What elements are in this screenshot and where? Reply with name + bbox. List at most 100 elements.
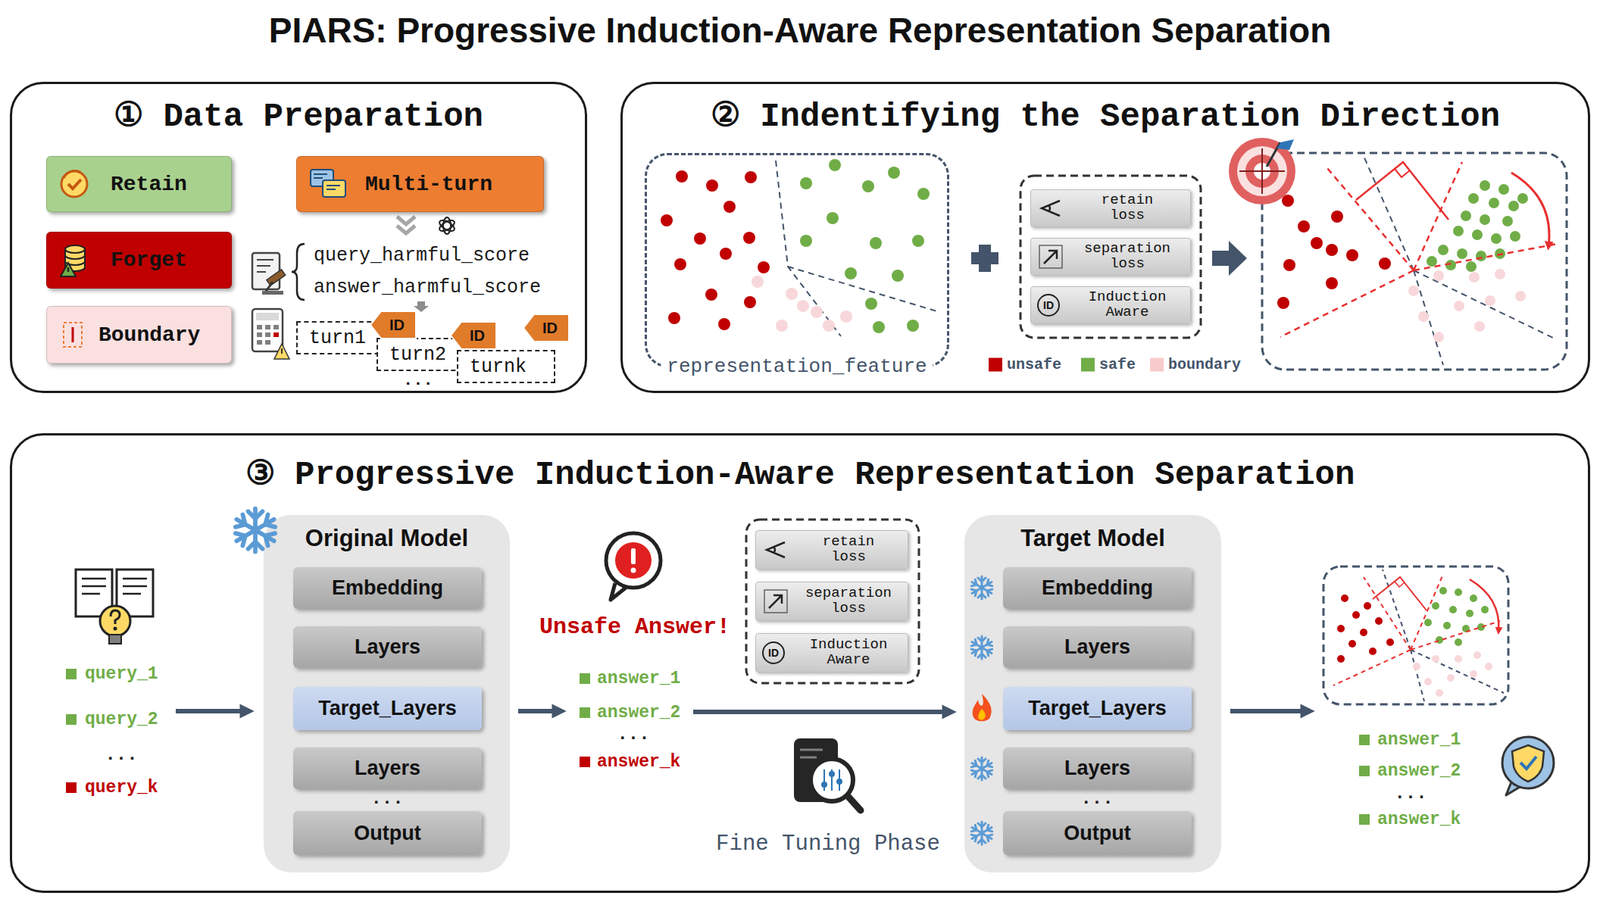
feature-scatter bbox=[862, 180, 875, 193]
calculator-icon bbox=[273, 325, 279, 330]
result-scatter bbox=[1454, 638, 1463, 647]
data-category-box: Forget bbox=[46, 231, 232, 289]
question-icon bbox=[109, 634, 122, 644]
node-text: turnk bbox=[469, 356, 527, 379]
result-scatter bbox=[1363, 602, 1372, 610]
result-scatter bbox=[1337, 625, 1345, 633]
separated-scatter bbox=[1310, 237, 1323, 250]
gpt-judge-chevron bbox=[396, 216, 416, 234]
query-item: query_1 bbox=[84, 664, 159, 685]
separated-scatter bbox=[1363, 156, 1554, 366]
result-scatter bbox=[1454, 655, 1463, 663]
legend-text: unsafe bbox=[1006, 356, 1062, 374]
feature-scatter bbox=[660, 159, 940, 337]
separated-scatter bbox=[1511, 172, 1550, 247]
trainable-flame bbox=[972, 693, 992, 722]
calculator-icon bbox=[256, 325, 263, 330]
node-text: ID bbox=[1037, 293, 1060, 317]
answer-item: answer_2 bbox=[1377, 761, 1461, 782]
model-block: Original ModelEmbeddingLayersTarget_Laye… bbox=[263, 515, 510, 873]
feature-scatter bbox=[891, 269, 904, 282]
bullet-square bbox=[65, 668, 77, 680]
result-scatter bbox=[1431, 655, 1440, 663]
block-arrow bbox=[1212, 240, 1247, 276]
model-background bbox=[964, 515, 1222, 873]
warning-icon bbox=[606, 533, 661, 600]
box-icon bbox=[57, 318, 88, 352]
fine-tuning-icon bbox=[836, 778, 843, 785]
calculator-icon bbox=[252, 309, 283, 352]
separated-scatter bbox=[1262, 153, 1567, 370]
bullet-square bbox=[579, 707, 591, 719]
separated-scatter bbox=[1277, 296, 1290, 310]
node-text: Target Model bbox=[964, 524, 1222, 553]
down-arrow bbox=[413, 301, 429, 313]
frozen-icon bbox=[970, 757, 994, 781]
block-arrow bbox=[1212, 240, 1247, 276]
loss-box: IDInduction Aware bbox=[755, 633, 909, 673]
node-text: ID bbox=[389, 316, 405, 335]
result-scatter bbox=[1348, 640, 1357, 648]
target-icon bbox=[1228, 137, 1296, 205]
judge-icon bbox=[265, 281, 273, 293]
result-scatter bbox=[1469, 579, 1499, 632]
separated-scatter bbox=[1356, 162, 1449, 220]
brace bbox=[291, 243, 305, 300]
separated-scatter bbox=[1488, 197, 1500, 209]
warning-text: Unsafe Answer! bbox=[539, 614, 731, 641]
ellipsis: ... bbox=[104, 744, 138, 766]
calculator-icon bbox=[256, 340, 263, 345]
node-text: Induction Aware bbox=[1082, 290, 1172, 321]
model-background bbox=[263, 515, 1222, 873]
layer-box: Target_Layers bbox=[1003, 687, 1192, 731]
question-icon bbox=[110, 610, 120, 625]
ellipsis: ... bbox=[403, 371, 434, 391]
result-scatter bbox=[1394, 581, 1405, 588]
plus-sign bbox=[971, 244, 999, 272]
separated-scatter bbox=[1437, 244, 1449, 256]
separated-scatter bbox=[1331, 210, 1344, 223]
gpt-judge-chevron bbox=[437, 218, 457, 234]
plus-sign bbox=[978, 244, 991, 272]
fine-tuning-icon bbox=[821, 781, 828, 788]
loss-group-outline bbox=[1020, 175, 1201, 338]
result-scatter bbox=[1323, 566, 1509, 705]
separated-scatter bbox=[1262, 153, 1567, 370]
query-item: query_2 bbox=[84, 709, 159, 730]
bullet-square bbox=[579, 756, 591, 768]
separated-scatter bbox=[1394, 168, 1410, 178]
flow-arrow bbox=[175, 709, 249, 714]
calculator-icon bbox=[274, 343, 290, 360]
frozen-icon bbox=[970, 636, 994, 660]
feature-scatter bbox=[660, 170, 770, 331]
result-scatter bbox=[1424, 618, 1432, 627]
answer-item: answer_k bbox=[596, 752, 681, 772]
gpt-judge-chevron bbox=[396, 216, 457, 235]
node-text: representation_feature bbox=[660, 355, 933, 379]
node-text: separation loss bbox=[1082, 241, 1172, 272]
feature-scatter bbox=[719, 247, 732, 260]
result-scatter bbox=[1359, 628, 1368, 637]
result-scatter bbox=[1449, 606, 1457, 614]
box-icon bbox=[307, 166, 350, 202]
warning-icon bbox=[631, 548, 636, 565]
node-text: separation loss bbox=[803, 586, 894, 617]
warning-icon bbox=[606, 533, 661, 588]
score-name: answer_harmful_score bbox=[313, 277, 541, 300]
loss-box: separation loss bbox=[755, 581, 909, 622]
loss-box: retain loss bbox=[1030, 189, 1191, 228]
frozen-icon bbox=[233, 509, 279, 553]
feature-scatter bbox=[775, 160, 940, 337]
layer-box: Layers bbox=[293, 626, 482, 669]
loss-box: retain loss bbox=[755, 530, 909, 570]
question-icon bbox=[113, 627, 118, 632]
node-text: Layers bbox=[354, 756, 421, 781]
layer-box: Output bbox=[293, 811, 482, 856]
answer-item: answer_1 bbox=[1377, 730, 1461, 750]
result-scatter bbox=[1465, 609, 1474, 618]
node-text: turn1 bbox=[309, 327, 366, 350]
id-tag: ID bbox=[369, 310, 417, 340]
flow-arrow bbox=[1230, 709, 1310, 714]
result-scatter bbox=[1375, 617, 1383, 625]
